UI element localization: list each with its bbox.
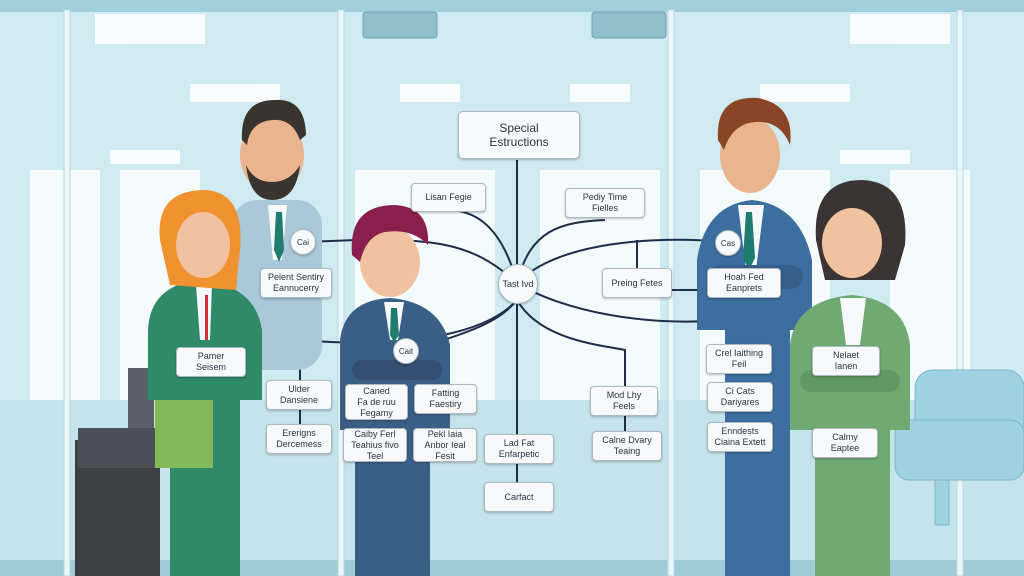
center-node: Tast Ivd: [498, 264, 538, 304]
diagram-node: Carfact: [484, 482, 554, 512]
ceiling-projector-icon: [362, 11, 667, 39]
diagram-node: Lisan Fegie: [411, 183, 486, 212]
diagram-node: Ulder Dansiene: [266, 380, 332, 410]
diagram-node: Lad Fat Enfarpetic: [484, 434, 554, 464]
diagram-node: Pediy Time Fielles: [565, 188, 645, 218]
diagram-node: Caned Fa de ruu Fegamy: [345, 384, 408, 420]
diagram-node: Calne Dvary Teaing: [592, 431, 662, 461]
folder-icon: [155, 400, 213, 468]
diagram-node: Enndests Ciaina Extett: [707, 422, 773, 452]
diagram-node: Cait: [393, 338, 419, 364]
diagram-node: Preing Fetes: [602, 268, 672, 298]
diagram-node: Pekl Iaia Anbor Ieal Fesit: [413, 428, 477, 462]
diagram-node: Crel Iaithing Feil: [706, 344, 772, 374]
diagram-node: Hoah Fed Eanprets: [707, 268, 781, 298]
diagram-node: Pamer Seisem: [176, 347, 246, 377]
diagram-node: Ci Cats Dariyares: [707, 382, 773, 412]
diagram-title-node: Special Estructions: [458, 111, 580, 159]
diagram-node: Pelent Sentiry Eannucerry: [260, 268, 332, 298]
diagram-node: Caiby Ferl Teahius fivo Teel: [343, 428, 407, 462]
woman-dark-hair-green-suit: [790, 180, 910, 576]
diagram-node: Fatting Faestiry: [414, 384, 477, 414]
diagram-node: Ererigns Dercemess: [266, 424, 332, 454]
diagram-node: Cai: [290, 229, 316, 255]
diagram-node: Nelaet Ianen: [812, 346, 880, 376]
armchair-icon: [894, 369, 1024, 526]
diagram-node: Mod Lhy Feels: [590, 386, 658, 416]
diagram-node: Cas: [715, 230, 741, 256]
diagram-node: Calmy Eaptee: [812, 428, 878, 458]
